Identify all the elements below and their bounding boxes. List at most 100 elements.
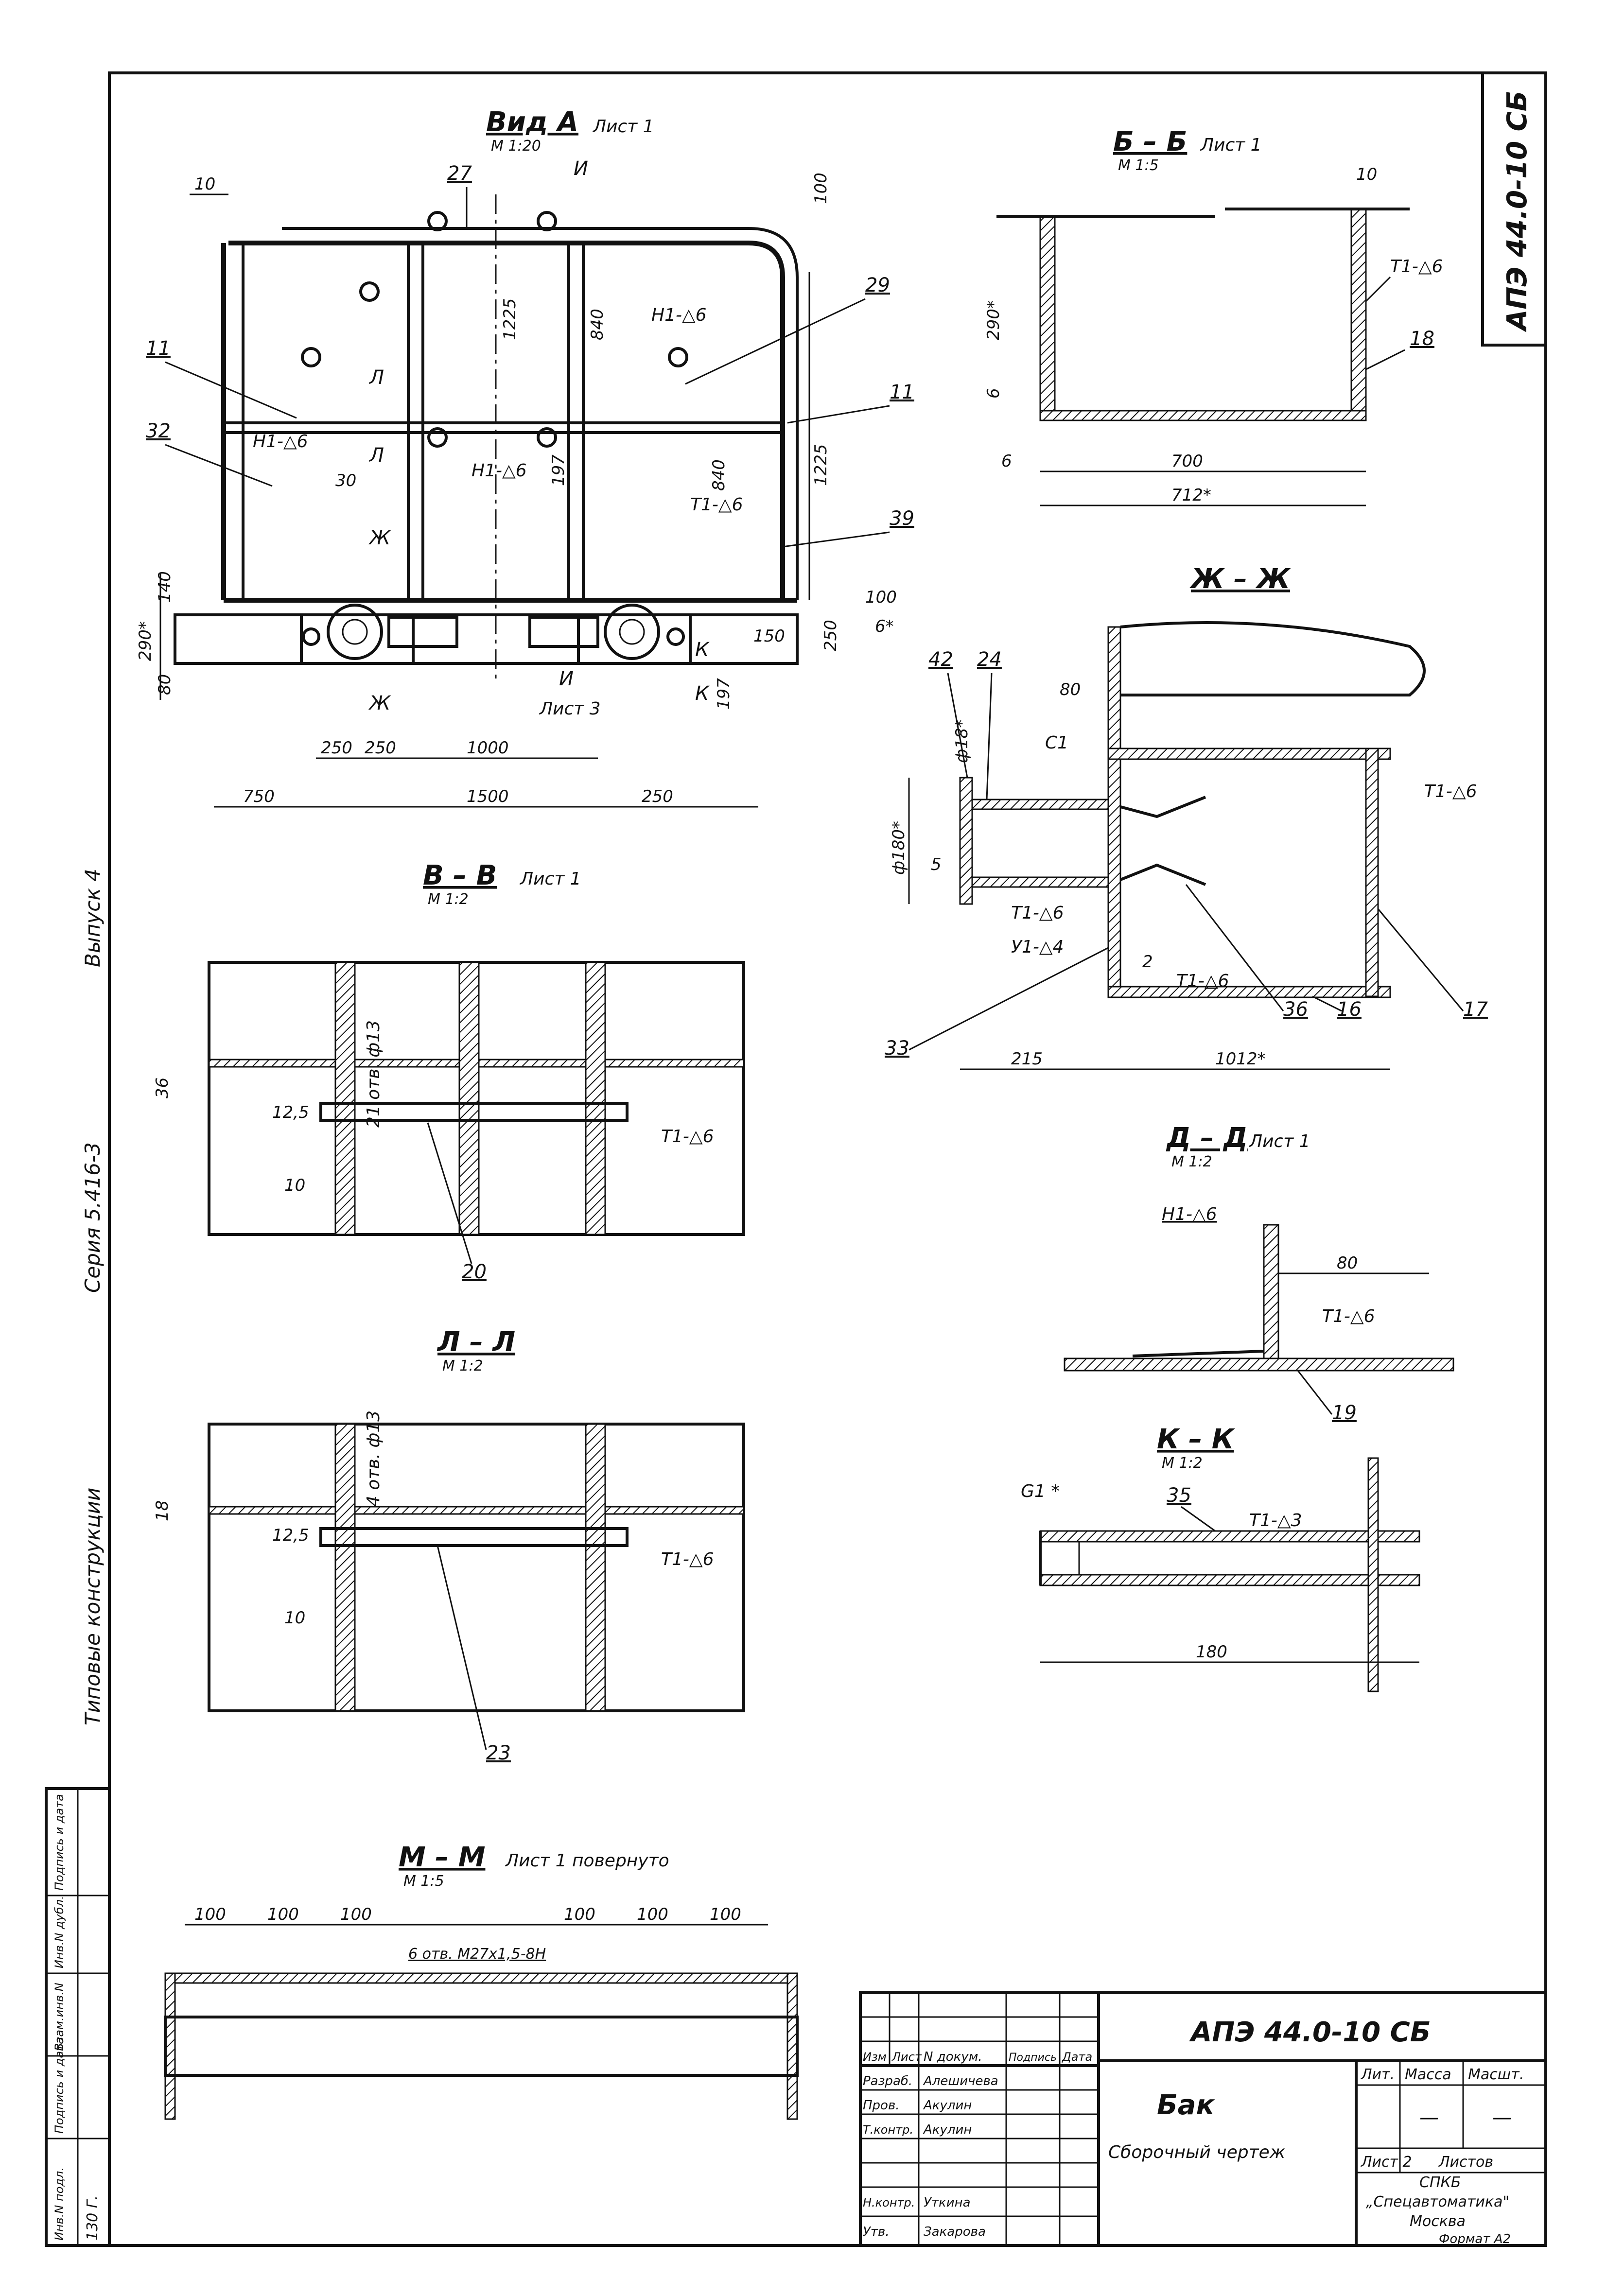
bb-sheet: Лист 1 [1200,135,1262,155]
section-ll: Л – Л М 1:2 4 отв. ф13 Т1-△6 23 18 12,5 … [153,1326,745,1764]
dim-vv-125: 12,5 [272,1103,309,1122]
dd-weld-t1: Т1-△6 [1322,1306,1375,1326]
dim-va-197b: 197 [714,678,734,710]
dd-scale: М 1:2 [1171,1153,1212,1170]
tb-hdr-date: Дата [1062,2050,1092,2064]
ll-weld-t1: Т1-△6 [661,1549,714,1569]
dim-va-750: 750 [243,787,275,806]
dim-mm-100c: 100 [340,1905,372,1924]
kk-scale: М 1:2 [1162,1455,1203,1472]
dim-zh-d18: ф18* [952,720,972,763]
tb-hdr-list: Лист [891,2050,922,2064]
view-a-weld-h1-mid: Н1-△6 [472,461,527,481]
dd-part-19: 19 [1332,1402,1357,1424]
side-typical: Типовые конструкции [81,1488,105,1725]
dim-ll-125: 12,5 [272,1526,309,1545]
tb-format: Формат А2 [1439,2232,1511,2246]
section-zhzh: Ж – Ж 42 24 33 36 16 17 Т1-△6 Т1-△6 У1-△… [885,563,1488,1070]
tb-name-1: Акулин [923,2098,972,2113]
tb-code: АПЭ 44.0-10 СБ [1189,2017,1431,2048]
section-mm: М – М М 1:5 Лист 1 повернуто 100 100 100… [164,1842,799,2120]
bb-title: Б – Б [1113,126,1187,157]
view-a-part-32: 32 [146,420,171,442]
dim-mm-100f: 100 [710,1905,741,1924]
view-a-sec-l-bot: Л [368,444,384,467]
dd-weld-h1: Н1-△6 [1162,1204,1217,1224]
dim-va-197: 197 [549,454,568,486]
stamp-col-2: Подпись и дата [52,2037,66,2134]
vv-sheet: Лист 1 [519,869,581,889]
view-a-scale: М 1:20 [491,138,541,155]
dim-dd-80: 80 [1337,1253,1358,1273]
tb-name: Бак [1157,2089,1215,2121]
view-a-sec-k-bot: К [695,682,710,705]
view-a-weld-h1-left: Н1-△6 [253,432,308,452]
view-a-part-29: 29 [865,274,890,296]
dim-bb-290s: 290* [984,300,1003,340]
zhzh-part-17: 17 [1463,998,1488,1021]
stamp-inv-value: 130 Г. [84,2195,101,2241]
tb-org-1: СПКБ [1419,2174,1461,2191]
mm-title: М – М [399,1842,485,1873]
vv-holes: 21 отв. ф13 [364,1020,384,1128]
tb-org-2: „Спецавтоматика" [1366,2193,1509,2210]
zhzh-weld-t1c: Т1-△6 [1176,971,1229,991]
zhzh-part-36: 36 [1283,998,1308,1021]
side-issue: Выпуск 4 [81,869,105,967]
dim-va-100: 100 [811,173,831,204]
title-block-grid [860,1993,1099,2245]
ll-title: Л – Л [437,1326,515,1358]
dim-va-250c: 250 [642,787,673,806]
mm-holes: 6 отв. М27х1,5-8Н [408,1946,546,1963]
view-a-part-39: 39 [890,507,914,530]
dim-va-1500: 1500 [467,787,509,806]
dim-mm-100a: 100 [194,1905,226,1924]
bb-part-18: 18 [1410,328,1434,350]
dim-mm-100d: 100 [564,1905,595,1924]
dim-va-250b: 250 [365,738,396,758]
vv-weld-t1: Т1-△6 [661,1127,714,1147]
stamp-col-3: Взам.инв.N [52,1983,66,2051]
tb-name-0: Алешичева [923,2074,998,2088]
dim-va-80: 80 [155,674,175,695]
zhzh-part-24: 24 [977,648,1002,671]
dim-mm-100b: 100 [267,1905,299,1924]
dim-va-290s: 290* [136,621,155,661]
tb-scale: Масшт. [1468,2066,1524,2083]
dim-kk-180: 180 [1196,1642,1227,1662]
dim-va-6s: 6* [875,617,894,636]
view-a-sheet: Лист 1 [592,117,654,137]
dim-va-840: 840 [588,309,607,340]
view-a-title: Вид А [486,106,578,138]
view-a-dimensions: 10 100 1225 840 30 197 840 1225 140 290*… [136,173,897,808]
tb-name-3: Уткина [924,2195,971,2210]
dim-bb-712s: 712* [1171,486,1211,505]
zhzh-part-42: 42 [928,648,953,671]
dim-va-250r: 250 [821,620,840,651]
vv-part-20: 20 [462,1261,487,1283]
tb-role-0: Разраб. [863,2074,912,2088]
dim-va-1225: 1225 [500,298,520,340]
view-a-weld-h1-right: Н1-△6 [651,305,707,325]
view-a-part-11: 11 [146,337,171,360]
dim-vv-10: 10 [284,1176,305,1195]
ll-part-23: 23 [486,1742,511,1764]
bb-weld-t1: Т1-△6 [1390,257,1443,277]
dd-sheet: Лист 1 [1248,1131,1310,1151]
zhzh-weld-t1b: Т1-△6 [1011,903,1064,923]
ll-holes: 4 отв. ф13 [364,1410,384,1507]
dim-va-840b: 840 [709,459,729,491]
tb-hdr-sign: Подпись [1009,2052,1057,2064]
tb-sheet: Лист 2 [1361,2154,1412,2171]
zhzh-title: Ж – Ж [1189,563,1291,595]
mm-scale: М 1:5 [403,1873,444,1890]
tb-sheets: Листов [1438,2154,1493,2171]
tb-doc-type: Сборочный чертеж [1108,2142,1286,2162]
dim-zh-d180: ф180* [889,821,908,875]
stamp-col-4: Инв.N дубл. [52,1896,66,1968]
dim-va-1000: 1000 [467,738,509,758]
section-kk: К – К М 1:2 G1 * 35 Т1-△3 180 [1021,1424,1420,1692]
tb-name-4: Закарова [924,2225,986,2239]
kk-g1: G1 * [1021,1481,1060,1501]
